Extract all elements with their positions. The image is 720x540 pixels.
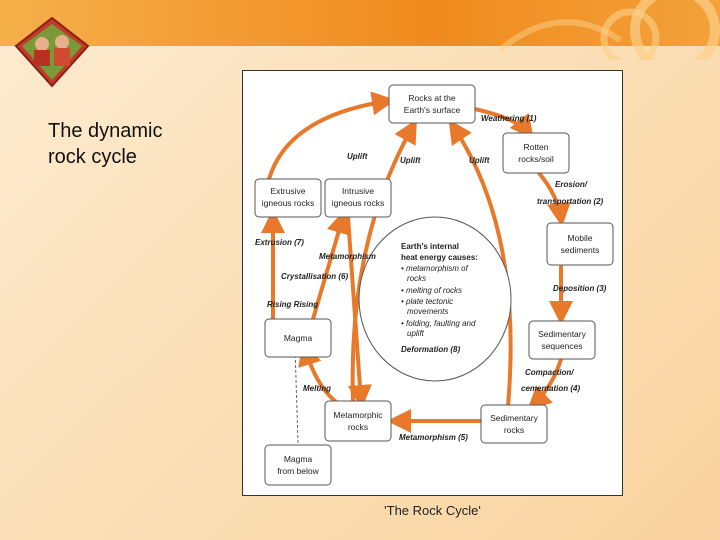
centre-line-9: uplift <box>407 329 425 338</box>
title-line-1: The dynamic <box>48 120 163 142</box>
label-extrusion: Extrusion (7) <box>255 238 304 247</box>
arrow-rising-right <box>311 209 350 321</box>
box-sedimentary-rocks <box>480 404 548 444</box>
centre-line-1: Earth's internal <box>401 242 459 251</box>
node-sedseq-l1: Sedimentary <box>538 329 586 339</box>
arrow-erosion <box>537 171 571 227</box>
slide-title: The dynamic rock cycle <box>48 118 228 170</box>
node-intrusive-l1: Intrusive <box>342 186 374 196</box>
centre-line-6: • plate tectonic <box>401 297 453 306</box>
box-rocks-surface <box>388 84 476 124</box>
label-deposition: Deposition (3) <box>553 284 607 293</box>
label-compaction-l1: Compaction/ <box>525 368 574 377</box>
label-metamorphism-upper: Metamorphism <box>319 252 376 261</box>
centre-line-2: heat energy causes: <box>401 253 478 262</box>
box-rotten-rocks <box>502 132 570 174</box>
centre-line-8: • folding, faulting and <box>401 319 476 328</box>
centre-line-3: • metamorphism of <box>401 264 469 273</box>
node-sedrocks-l1: Sedimentary <box>490 413 538 423</box>
title-line-2: rock cycle <box>48 146 137 168</box>
label-erosion-l2: transportation (2) <box>537 197 604 206</box>
box-intrusive <box>324 178 392 218</box>
node-meta-l2: rocks <box>348 422 368 432</box>
box-magma <box>264 318 332 358</box>
label-metamorphism-lower: Metamorphism (5) <box>399 433 468 442</box>
top-banner <box>0 0 720 60</box>
centre-line-7: movements <box>407 307 448 316</box>
centre-line-5: • melting of rocks <box>401 286 462 295</box>
label-rising: Rising Rising <box>267 300 318 309</box>
node-extrusive-l1: Extrusive <box>271 186 306 196</box>
node-magma: Magma <box>284 333 313 343</box>
node-sedseq-l2: sequences <box>541 341 582 351</box>
centre-heat-ellipse <box>358 216 512 382</box>
box-magma-below <box>264 444 332 486</box>
node-mobile-l1: Mobile <box>567 233 592 243</box>
label-crystallisation: Crystallisation (6) <box>281 272 348 281</box>
box-mobile-sediments <box>546 222 614 266</box>
label-uplift-left: Uplift <box>347 152 368 161</box>
box-sedimentary-sequences <box>528 320 596 360</box>
node-mobile-l2: sediments <box>561 245 600 255</box>
node-rocks-surface-l2: Earth's surface <box>404 105 461 115</box>
centre-line-10: Deformation (8) <box>401 345 460 354</box>
node-extrusive-l2: igneous rocks <box>262 198 314 208</box>
arrow-uplift-right <box>448 119 513 408</box>
label-compaction-l2: cementation (4) <box>521 384 580 393</box>
box-extrusive <box>254 178 322 218</box>
node-intrusive-l2: igneous rocks <box>332 198 384 208</box>
arrow-compaction <box>527 357 563 411</box>
node-sedrocks-l2: rocks <box>504 425 524 435</box>
node-meta-l1: Metamorphic <box>333 410 383 420</box>
diagram-caption: 'The Rock Cycle' <box>384 503 481 518</box>
arrow-uplift-mid <box>350 119 417 403</box>
rock-cycle-diagram: Rocks at the Earth's surface Rotten rock… <box>242 70 623 496</box>
label-erosion-l1: Erosion/ <box>555 180 588 189</box>
label-weathering: Weathering (1) <box>481 114 537 123</box>
arrow-uplift-left <box>267 91 396 181</box>
centre-line-4: rocks <box>407 274 426 283</box>
node-magma-below-l1: Magma <box>284 454 313 464</box>
node-magma-below-l2: from below <box>277 466 319 476</box>
arrow-metamorphism-upper <box>346 215 372 409</box>
arrow-weathering <box>473 107 534 140</box>
diamond-logo <box>14 16 90 88</box>
arrow-magma-below <box>292 345 299 444</box>
box-metamorphic-rocks <box>324 400 392 442</box>
label-uplift-mid: Uplift <box>400 156 421 165</box>
label-uplift-right: Uplift <box>469 156 490 165</box>
label-melting: Melting <box>303 384 331 393</box>
node-rotten-l2: rocks/soil <box>518 154 554 164</box>
node-rotten-l1: Rotten <box>523 142 548 152</box>
decorative-swirl <box>498 0 720 60</box>
node-rocks-surface-l1: Rocks at the <box>408 93 456 103</box>
